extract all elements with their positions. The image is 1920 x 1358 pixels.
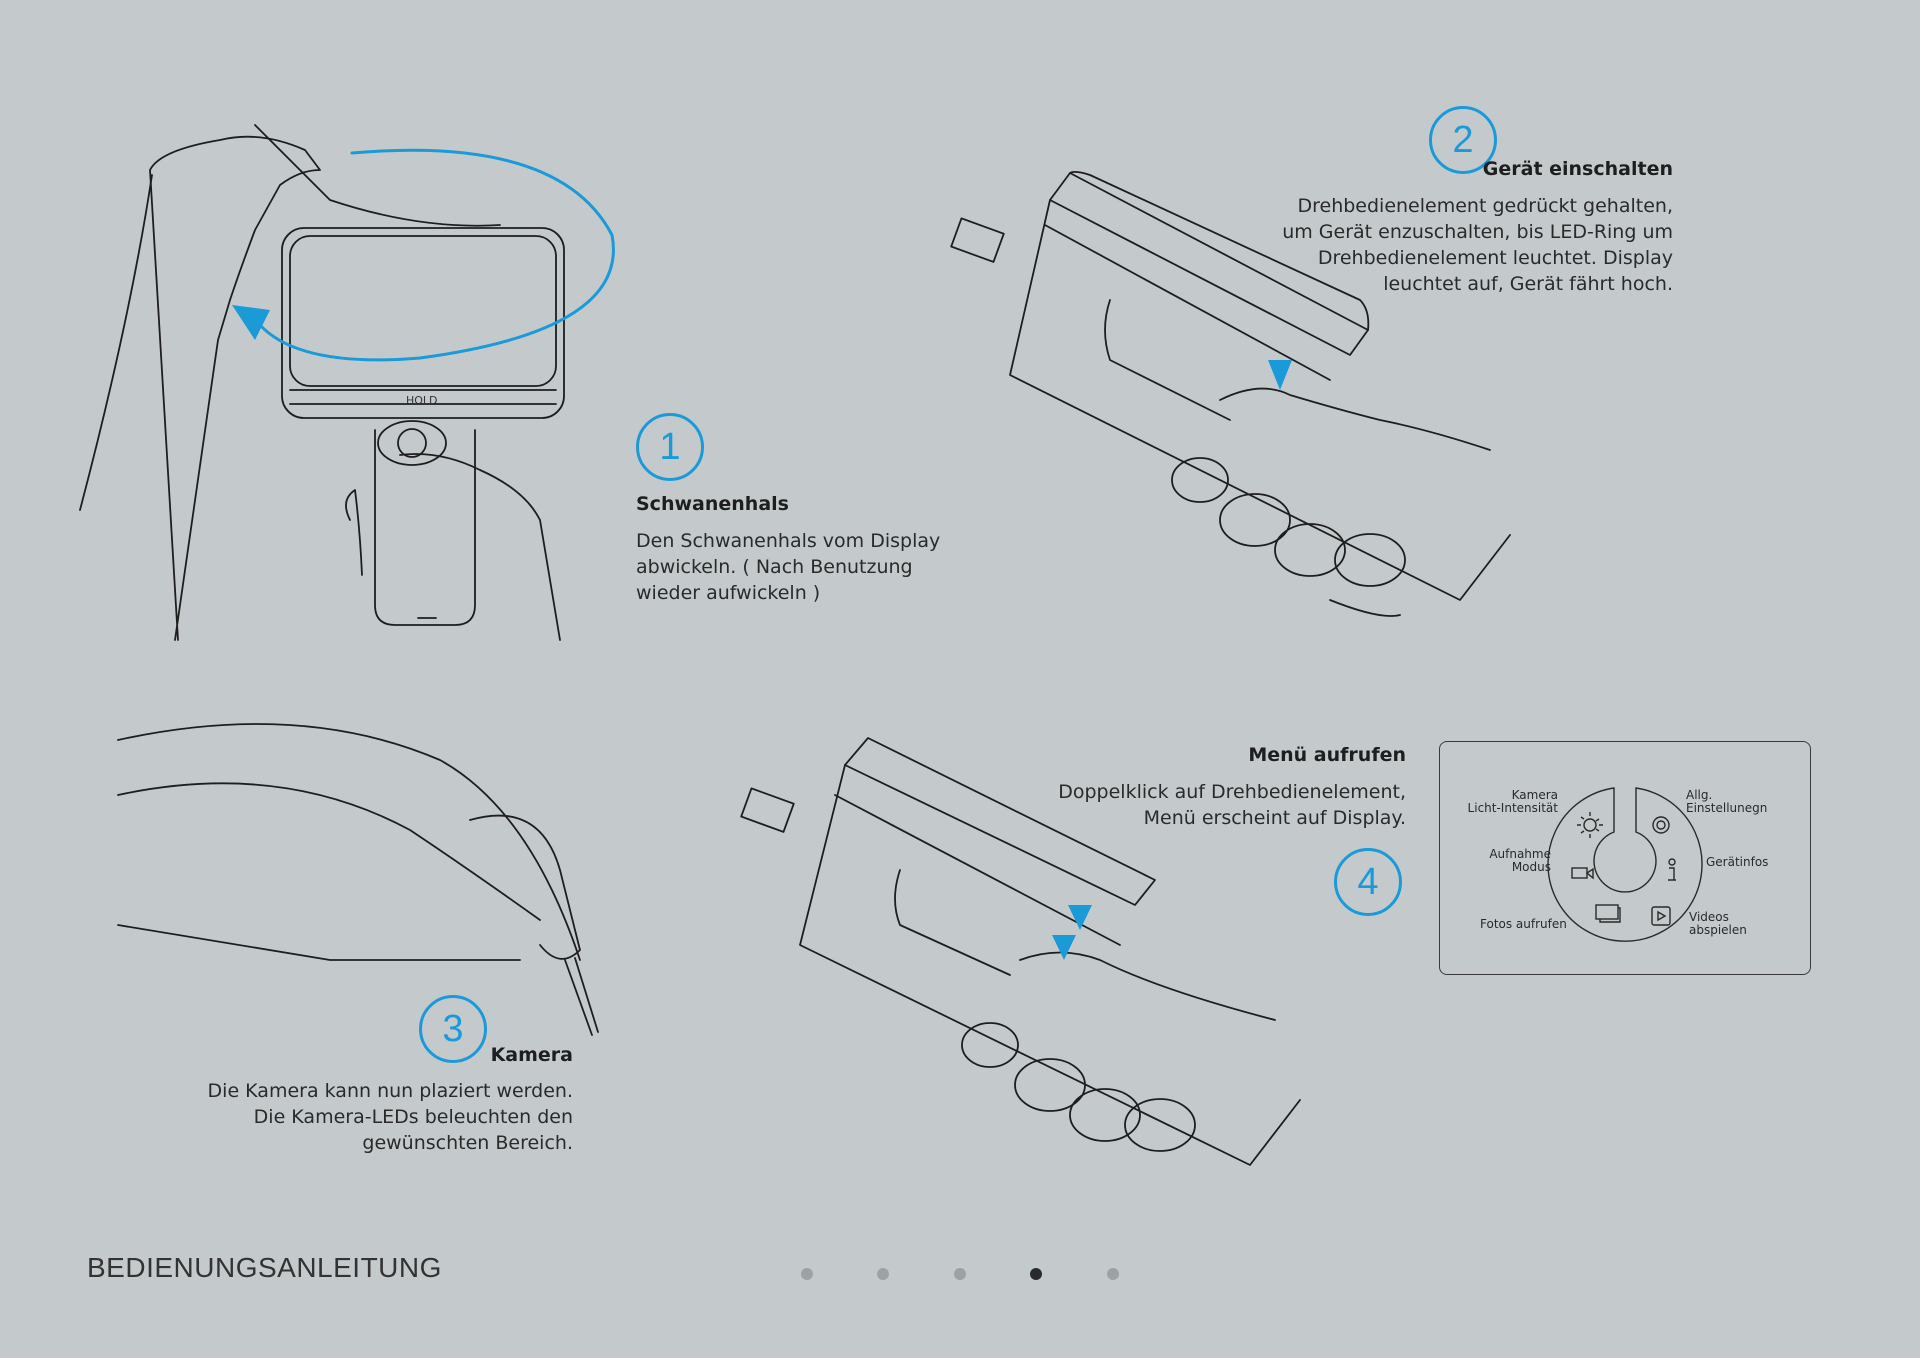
step-4-description: Doppelklick auf Drehbedienelement, Menü … xyxy=(1058,779,1406,831)
description-line: Drehbedienelement leuchtet. Display xyxy=(1317,247,1673,269)
page-dot-5[interactable] xyxy=(1107,1268,1119,1280)
step-4-title: Menü aufrufen xyxy=(1248,744,1406,766)
photos-icon xyxy=(1595,904,1621,923)
menu-dial-ring xyxy=(1547,787,1703,942)
step-2-description: Drehbedienelement gedrückt gehalten, um … xyxy=(1282,193,1673,297)
press-arrow-icon xyxy=(1268,360,1292,390)
step2-illustration xyxy=(950,170,1511,617)
step-1-title: Schwanenhals xyxy=(636,493,789,515)
step-1-description: Den Schwanenhals vom Display abwickeln. … xyxy=(636,528,940,606)
device-hold-label: HOLD xyxy=(406,394,438,407)
description-line: wieder aufwickeln ) xyxy=(636,582,821,604)
step-3-title: Kamera xyxy=(490,1044,573,1066)
video-camera-icon xyxy=(1571,867,1594,880)
step-1-number: 1 xyxy=(636,413,704,481)
rotate-arrow-icon xyxy=(232,148,615,362)
info-icon xyxy=(1668,858,1676,881)
step3-illustration xyxy=(117,723,599,1036)
step-2-number: 2 xyxy=(1429,106,1497,174)
menu-item-fotos-aufrufen[interactable]: Fotos aufrufen xyxy=(1480,917,1567,931)
description-line: Die Kamera-LEDs beleuchten den xyxy=(253,1106,573,1128)
menu-item-einstellungen[interactable]: Allg.Einstellunegn xyxy=(1686,788,1768,815)
page-dot-1[interactable] xyxy=(801,1268,813,1280)
double-press-arrow-icon xyxy=(1052,905,1092,960)
description-line: Den Schwanenhals vom Display xyxy=(636,530,941,552)
description-line: Doppelklick auf Drehbedienelement, xyxy=(1058,781,1406,803)
sun-icon xyxy=(1577,812,1603,838)
step4-illustration xyxy=(740,737,1301,1166)
step-4-number: 4 xyxy=(1334,848,1402,916)
play-icon xyxy=(1651,906,1671,926)
page-dot-2[interactable] xyxy=(877,1268,889,1280)
description-line: leuchtet auf, Gerät fährt hoch. xyxy=(1383,273,1673,295)
footer-title: BEDIENUNGSANLEITUNG xyxy=(87,1252,442,1283)
menu-item-geraetinfos[interactable]: Gerätinfos xyxy=(1706,855,1769,869)
step-2-title: Gerät einschalten xyxy=(1482,158,1673,180)
step1-illustration: HOLD xyxy=(79,124,565,641)
page-dot-3[interactable] xyxy=(954,1268,966,1280)
page-dot-4-active[interactable] xyxy=(1030,1268,1042,1280)
gear-icon xyxy=(1652,816,1670,834)
step-3-description: Die Kamera kann nun plaziert werden. Die… xyxy=(208,1078,573,1156)
description-line: Menü erscheint auf Display. xyxy=(1143,807,1406,829)
description-line: um Gerät enzuschalten, bis LED-Ring um xyxy=(1282,221,1673,243)
description-line: Die Kamera kann nun plaziert werden. xyxy=(207,1080,573,1102)
description-line: gewünschten Bereich. xyxy=(362,1132,573,1154)
step-3-number: 3 xyxy=(419,995,487,1063)
description-line: Drehbedienelement gedrückt gehalten, xyxy=(1297,195,1673,217)
description-line: abwickeln. ( Nach Benutzung xyxy=(636,556,913,578)
